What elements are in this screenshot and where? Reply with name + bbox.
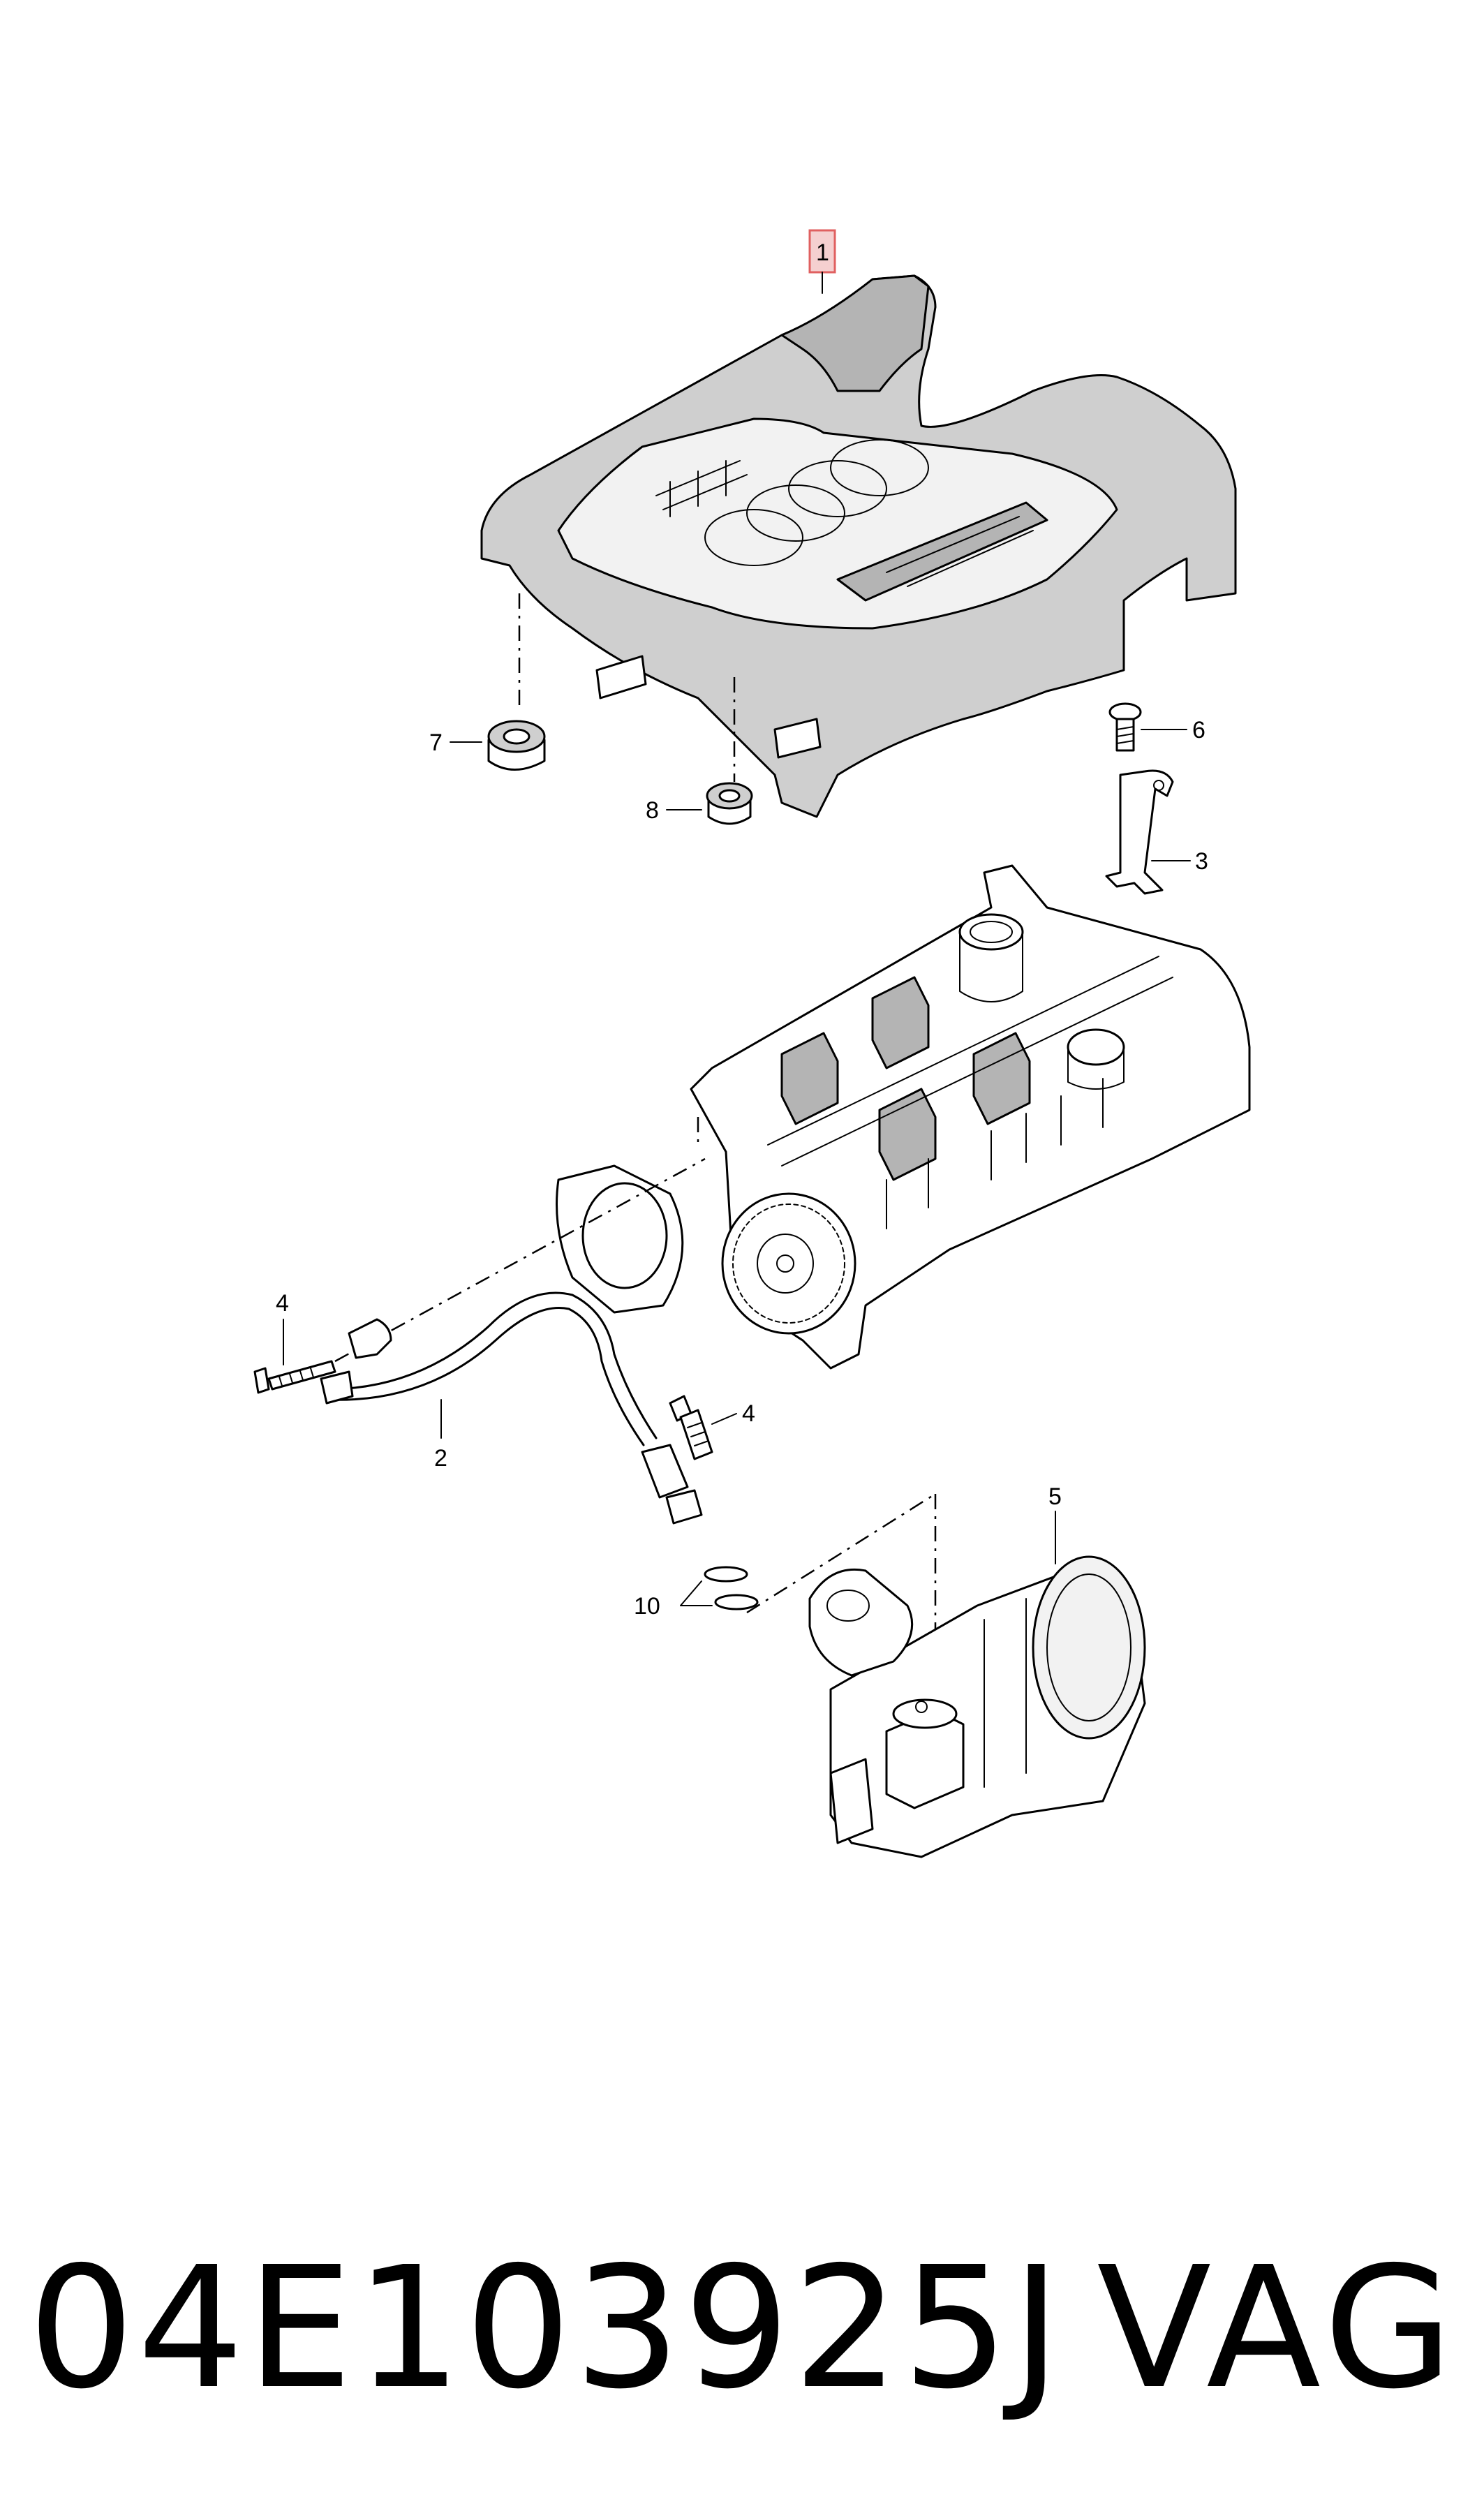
brand-label: VAG [1097, 2230, 1459, 2426]
footer: 04E103925J VAG [28, 2213, 1459, 2443]
callout-1[interactable]: 1 [816, 239, 829, 266]
callout-4-left[interactable]: 4 [276, 1290, 289, 1317]
o-rings-10[interactable] [704, 1566, 759, 1610]
part-number: 04E103925J [28, 2230, 1064, 2426]
tfsi-badge [655, 460, 748, 517]
screw-6[interactable] [1108, 702, 1142, 752]
callout-3[interactable]: 3 [1195, 848, 1208, 875]
breather-hose-2[interactable] [320, 1291, 703, 1525]
bolt-4-right[interactable] [669, 1395, 713, 1460]
callout-4-right[interactable]: 4 [742, 1400, 755, 1427]
callout-2[interactable]: 2 [434, 1445, 447, 1472]
callout-10[interactable]: 10 [634, 1593, 660, 1620]
engine-cover[interactable] [480, 274, 1237, 818]
callout-5[interactable]: 5 [1048, 1483, 1062, 1510]
grommet-7[interactable] [487, 720, 546, 771]
callout-7[interactable]: 7 [429, 730, 443, 756]
cylinder-head-assembly [556, 864, 1251, 1370]
throttle-body-5[interactable] [808, 1555, 1146, 1858]
four-rings-logo [704, 439, 929, 566]
grommet-8[interactable] [706, 782, 753, 825]
callout-6[interactable]: 6 [1192, 717, 1205, 743]
bracket-3[interactable] [1105, 769, 1174, 895]
cover-rib-panel [836, 501, 1048, 602]
callout-1-highlight [808, 229, 836, 274]
cover-mounting-pins [595, 655, 822, 759]
camshaft-sprocket [721, 1192, 856, 1335]
bolt-4-left[interactable] [253, 1360, 336, 1394]
exploded-parts-diagram: 1 7 8 6 3 [253, 229, 1251, 1858]
callout-8[interactable]: 8 [646, 797, 659, 824]
